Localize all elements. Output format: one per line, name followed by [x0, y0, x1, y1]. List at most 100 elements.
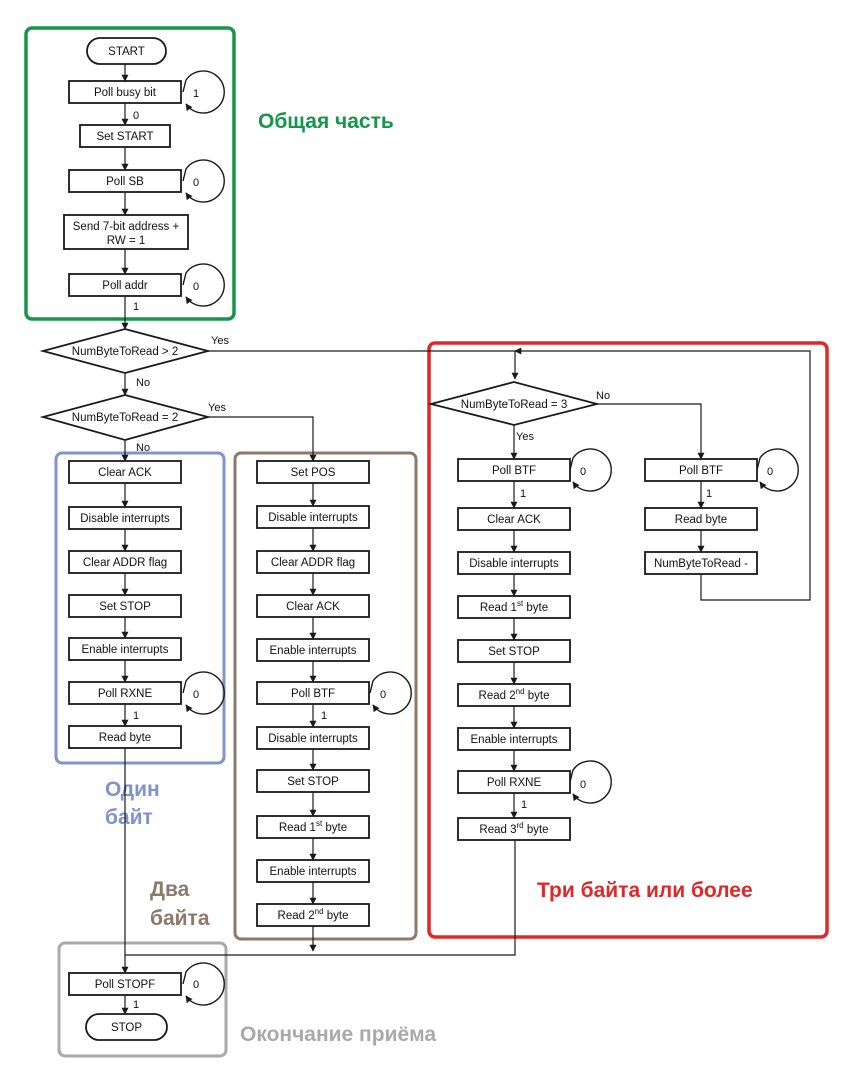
two-clear-addr-label: Clear ADDR flag [271, 557, 355, 569]
three-clear-ack-box [457, 507, 571, 531]
connectors [121, 64, 811, 1015]
decision-eq3 [427, 381, 601, 426]
three-poll-btf-loop-value: 0 [580, 466, 586, 478]
two-bytes-frame [233, 451, 418, 941]
poll-stopf-label: Poll STOPF [95, 979, 156, 991]
decision-eq2-yes: Yes [208, 402, 226, 414]
three-poll-btf-label: Poll BTF [492, 465, 536, 477]
one-disable-int-box [68, 506, 182, 530]
two-read-second-box [256, 903, 370, 927]
loop-arrow [369, 671, 412, 715]
two-read-first-label: Read 1st byte [279, 819, 347, 834]
decision-gt2-no: No [136, 377, 150, 389]
three-disable-int-box [457, 551, 571, 575]
poll-stopf-loop-value: 0 [193, 979, 199, 991]
poll-busy-bit-label: Poll busy bit [94, 87, 157, 99]
loop-poll-btf-label: Poll BTF [679, 465, 723, 477]
loop-arrow [756, 448, 799, 492]
loop-poll-btf-exit-value: 1 [706, 488, 712, 500]
two-enable-int-label: Enable interrupts [270, 645, 357, 657]
connector [208, 416, 317, 462]
poll-busy-bit-exit-value: 0 [133, 110, 139, 122]
three-read-third-label: Read 3rd byte [479, 821, 548, 836]
decision-eq3-no: No [596, 390, 610, 402]
send-address-label-line2: RW = 1 [107, 235, 145, 247]
poll-sb-label: Poll SB [106, 176, 144, 188]
three-poll-rxne-box [457, 770, 571, 794]
loop-read-byte-box [644, 507, 758, 531]
two-poll-btf-label: Poll BTF [291, 688, 335, 700]
poll-busy-bit-loop-value: 1 [193, 88, 199, 100]
two-poll-btf-box [256, 681, 370, 705]
loop-arrow [182, 671, 225, 715]
one-set-stop-box [68, 594, 182, 618]
one-byte-region-title-line2: байт [105, 806, 153, 829]
one-poll-rxne-label: Poll RXNE [98, 688, 153, 700]
two-poll-btf-exit-value: 1 [321, 710, 327, 722]
three-set-stop-label: Set STOP [488, 646, 540, 658]
loop-arrow [182, 263, 225, 307]
three-poll-btf-box [457, 458, 571, 482]
two-read-second-label: Read 2nd byte [278, 907, 349, 922]
three-enable-int-label: Enable interrupts [471, 734, 558, 746]
loop-arrow [569, 448, 612, 492]
two-clear-ack-label: Clear ACK [286, 601, 340, 613]
one-poll-rxne-box [68, 681, 182, 705]
one-byte-region-title: Один [105, 778, 160, 801]
one-enable-int-label: Enable interrupts [82, 644, 169, 656]
one-poll-rxne-loop-value: 0 [193, 689, 199, 701]
one-disable-int-label: Disable interrupts [80, 513, 170, 525]
loop-decrement-label: NumByteToRead - [654, 558, 748, 570]
three-read-second-label: Read 2nd byte [479, 687, 550, 702]
three-read-first-label: Read 1st byte [480, 599, 548, 614]
three-poll-rxne-exit-value: 1 [521, 799, 527, 811]
stop-terminal [85, 1013, 168, 1041]
decision-eq3-yes: Yes [516, 431, 534, 443]
decision-eq2-label: NumByteToRead = 2 [72, 412, 178, 424]
loop-poll-btf-loop-value: 0 [767, 466, 773, 478]
one-clear-ack-label: Clear ACK [98, 467, 152, 479]
common-frame [24, 26, 236, 321]
poll-busy-bit-box [68, 80, 182, 104]
two-disable-int-box [256, 505, 370, 529]
set-start-box [79, 124, 171, 148]
three-poll-rxne-label: Poll RXNE [487, 777, 542, 789]
decision-gt2-yes: Yes [211, 335, 229, 347]
decision-gt2-label: NumByteToRead > 2 [72, 346, 178, 358]
poll-stopf-box [68, 972, 182, 996]
two-poll-btf-loop-value: 0 [380, 689, 386, 701]
one-set-stop-label: Set STOP [99, 601, 151, 613]
two-clear-ack-box [256, 594, 370, 618]
loop-read-byte-label: Read byte [675, 514, 727, 526]
three-read-second-box [457, 683, 571, 707]
decision-gt2 [39, 328, 212, 374]
set-start-label: Set START [96, 131, 153, 143]
poll-sb-loop-value: 0 [193, 177, 199, 189]
three-read-third-box [457, 817, 571, 841]
one-poll-rxne-exit-value: 1 [133, 710, 139, 722]
send-address-label: Send 7-bit address + [73, 221, 180, 233]
three-poll-rxne-loop-value: 0 [580, 779, 586, 791]
poll-addr-box [68, 273, 182, 297]
one-clear-ack-box [68, 460, 182, 484]
two-set-pos-label: Set POS [291, 467, 336, 479]
two-set-stop-label: Set STOP [287, 776, 339, 788]
two-disable-int2-label: Disable interrupts [268, 733, 358, 745]
two-enable-int-box [256, 638, 370, 662]
connector [125, 840, 516, 956]
two-disable-int2-box [256, 726, 370, 750]
end-frame [57, 941, 228, 1058]
self-loops [182, 70, 799, 1006]
three-disable-int-label: Disable interrupts [469, 558, 559, 570]
connector [514, 347, 811, 601]
common-region-title: Общая часть [258, 110, 394, 133]
connector [597, 403, 705, 460]
two-set-stop-box [256, 769, 370, 793]
two-clear-addr-box [256, 550, 370, 574]
loop-arrow [182, 159, 225, 203]
one-byte-frame [54, 451, 226, 765]
poll-stopf-exit-value: 1 [133, 999, 139, 1011]
end-region-title: Окончание приёма [240, 1023, 436, 1046]
one-read-byte-label: Read byte [99, 732, 151, 744]
